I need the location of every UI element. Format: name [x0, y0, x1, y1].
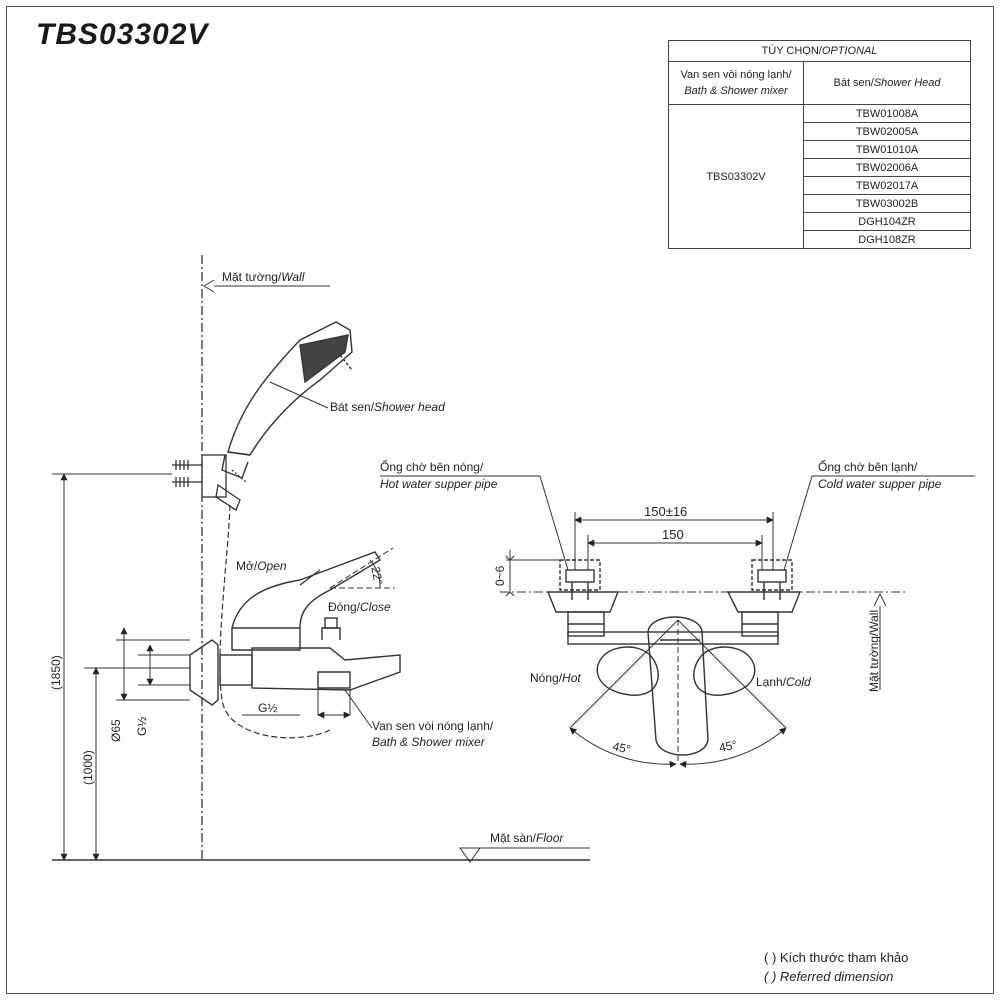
close-label: Đóng/Close [328, 600, 391, 614]
d65-label: Ø65 [109, 719, 123, 742]
angle-22-label: 22° [368, 566, 385, 587]
g-half-dimension [242, 690, 351, 719]
shower-head [221, 321, 353, 479]
col-header-shower-head: Bát sen/Shower Head [803, 61, 971, 105]
open-label: Mở/Open [236, 559, 287, 573]
dimension-lines [52, 473, 190, 861]
model-title: TBS03302V [36, 18, 209, 51]
angle-45-right-label: 45° [718, 737, 739, 755]
hot-pipe-label-en: Hot water supper pipe [380, 477, 498, 491]
shower-head-cell: DGH104ZR [803, 212, 971, 231]
hose [219, 504, 331, 739]
open-angle [329, 547, 395, 589]
drawing-frame [6, 6, 994, 994]
depth-dimension [505, 550, 560, 597]
floor-label: Mặt sàn/Floor [490, 831, 564, 845]
wall-marker-right [873, 592, 887, 690]
mixer-body-side [189, 551, 401, 706]
cold-pipe-label-en: Cold water supper pipe [818, 477, 942, 491]
shower-head-cell: DGH108ZR [803, 230, 971, 249]
wall-marker [203, 279, 330, 293]
cold-pipe-label-vi: Ống chờ bên lạnh/ [818, 459, 918, 474]
hot-label: Nóng/Hot [530, 671, 581, 685]
optional-table: TÙY CHỌN/OPTIONAL Van sen vòi nóng lạnh/… [668, 40, 971, 249]
wall-bracket [172, 454, 247, 511]
dim-150-label: 150 [662, 527, 684, 542]
mixer-model-cell: TBS03302V [668, 104, 804, 249]
h1000-label: (1000) [81, 750, 95, 785]
dim-0-6-label: 0~6 [493, 565, 507, 586]
cold-pipe-stub [751, 559, 793, 600]
hot-pipe-stub [559, 559, 601, 600]
leader [783, 475, 813, 571]
g-half-label: G½ [258, 701, 277, 715]
leader [539, 475, 569, 571]
mixer-label-en: Bath & Shower mixer [372, 735, 486, 749]
dim-150-16-label: 150±16 [644, 504, 687, 519]
mixer-label-vi: Van sen vòi nóng lạnh/ [372, 719, 494, 733]
g-half-vertical-label: G½ [135, 717, 149, 736]
h1850-label: (1850) [49, 655, 63, 690]
legend-line-vi: ( ) Kích thước tham khảo [764, 950, 909, 965]
hot-pipe-label-vi: Ống chờ bên nóng/ [380, 459, 484, 474]
leader [269, 381, 329, 409]
floor-marker [459, 847, 590, 863]
mixer-body-front [546, 591, 802, 756]
wall-label: Mặt tường/Wall [222, 270, 305, 284]
wall-vertical-label: Mặt tường/Wall [867, 610, 881, 692]
angle-45-left-label: 45° [611, 739, 632, 757]
legend-line-en: ( ) Referred dimension [764, 969, 894, 984]
legend: ( ) Kích thước tham khảo ( ) Referred di… [764, 948, 908, 986]
rotation-angles [569, 619, 787, 768]
leader [344, 689, 373, 729]
shower-head-label: Bát sen/Shower head [330, 400, 445, 414]
cold-label: Lạnh/Cold [756, 675, 811, 689]
shower-head-cell: TBW02017A [803, 176, 971, 195]
